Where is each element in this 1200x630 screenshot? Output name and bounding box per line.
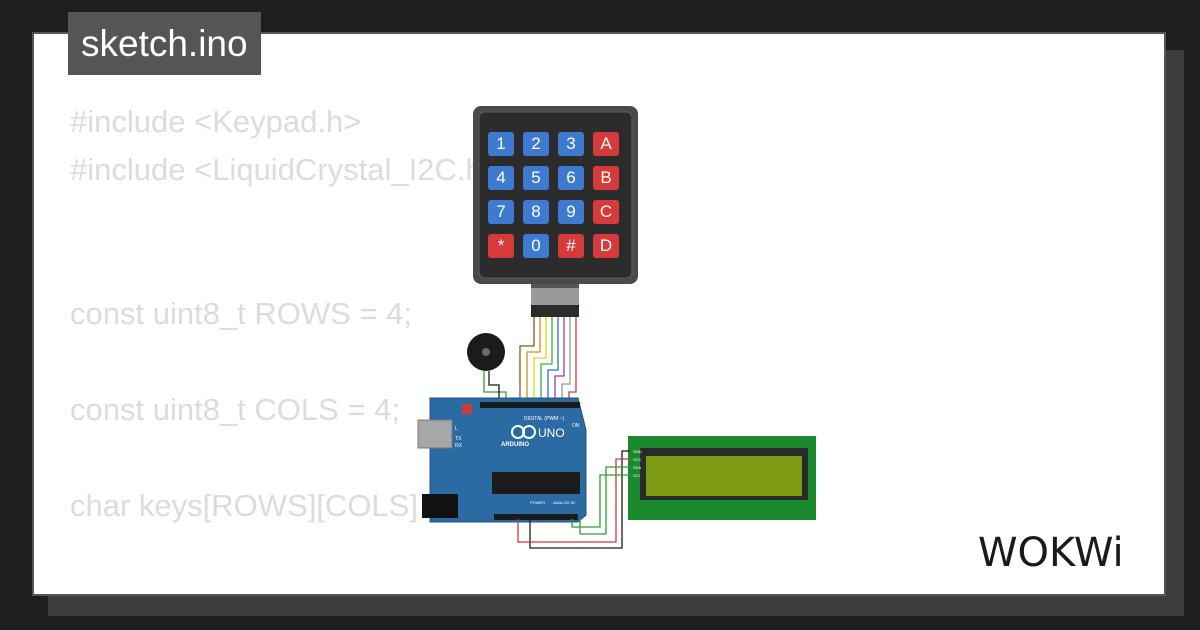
lcd-pin-vcc: VCC <box>633 457 642 462</box>
keypad-key-2[interactable]: 2 <box>523 132 549 156</box>
keypad-key-#[interactable]: # <box>558 234 584 258</box>
keypad-key-7[interactable]: 7 <box>488 200 514 224</box>
keypad-key-3[interactable]: 3 <box>558 132 584 156</box>
keypad-key-0[interactable]: 0 <box>523 234 549 258</box>
keypad-key-6[interactable]: 6 <box>558 166 584 190</box>
keypad-key-label: 8 <box>531 202 540 221</box>
keypad-key-label: D <box>600 236 612 255</box>
keypad-key-label: 7 <box>496 202 505 221</box>
keypad-key-label: 3 <box>566 134 575 153</box>
keypad-key-label: # <box>566 236 576 255</box>
buzzer <box>467 333 507 404</box>
lcd-pin-gnd: GND <box>633 449 642 454</box>
keypad: 1 2 3 A 4 5 6 B 7 8 9 C * 0 # D <box>473 106 638 284</box>
keypad-key-label: 9 <box>566 202 575 221</box>
keypad-key-label: B <box>600 168 611 187</box>
keypad-key-A[interactable]: A <box>593 132 619 156</box>
keypad-key-label: 6 <box>566 168 575 187</box>
keypad-key-label: 0 <box>531 236 540 255</box>
keypad-key-*[interactable]: * <box>488 234 514 258</box>
power-label: POWER <box>530 500 545 505</box>
keypad-key-D[interactable]: D <box>593 234 619 258</box>
arduino-logo-text: ARDUINO <box>501 442 529 448</box>
keypad-key-4[interactable]: 4 <box>488 166 514 190</box>
analog-label: ANALOG IN <box>553 500 575 505</box>
keypad-key-8[interactable]: 8 <box>523 200 549 224</box>
lcd-display: GND VCC SDA SCL <box>628 436 816 520</box>
arduino-model-text: UNO <box>538 426 565 440</box>
keypad-wires <box>519 317 577 404</box>
lcd-wires <box>517 450 630 549</box>
keypad-key-label: 4 <box>496 168 505 187</box>
keypad-key-label: 2 <box>531 134 540 153</box>
keypad-key-label: A <box>600 134 612 153</box>
keypad-key-5[interactable]: 5 <box>523 166 549 190</box>
digital-label: DIGITAL (PWM ~) <box>524 416 564 422</box>
lcd-pin-scl: SCL <box>633 473 642 478</box>
wokwi-logo-text: WOKWi <box>978 530 1124 576</box>
code-preview: #include <Keypad.h> #include <LiquidCrys… <box>70 104 501 523</box>
lcd-pin-sda: SDA <box>633 465 642 470</box>
keypad-key-label: 5 <box>531 168 540 187</box>
keypad-key-label: C <box>600 202 612 221</box>
filename-tab: sketch.ino <box>68 12 261 75</box>
keypad-key-9[interactable]: 9 <box>558 200 584 224</box>
l-label: L <box>455 426 458 432</box>
keypad-key-B[interactable]: B <box>593 166 619 190</box>
arduino-uno: ARDUINO UNO DIGITAL (PWM ~) POWER ANALOG… <box>417 397 587 523</box>
on-label: ON <box>572 423 580 429</box>
tx-label: TX <box>455 436 462 442</box>
keypad-header <box>531 284 579 317</box>
keypad-key-label: * <box>498 236 505 255</box>
wokwi-logo: WOKWi <box>978 530 1124 576</box>
keypad-key-C[interactable]: C <box>593 200 619 224</box>
keypad-key-label: 1 <box>496 134 505 153</box>
keypad-key-1[interactable]: 1 <box>488 132 514 156</box>
rx-label: RX <box>455 443 463 449</box>
